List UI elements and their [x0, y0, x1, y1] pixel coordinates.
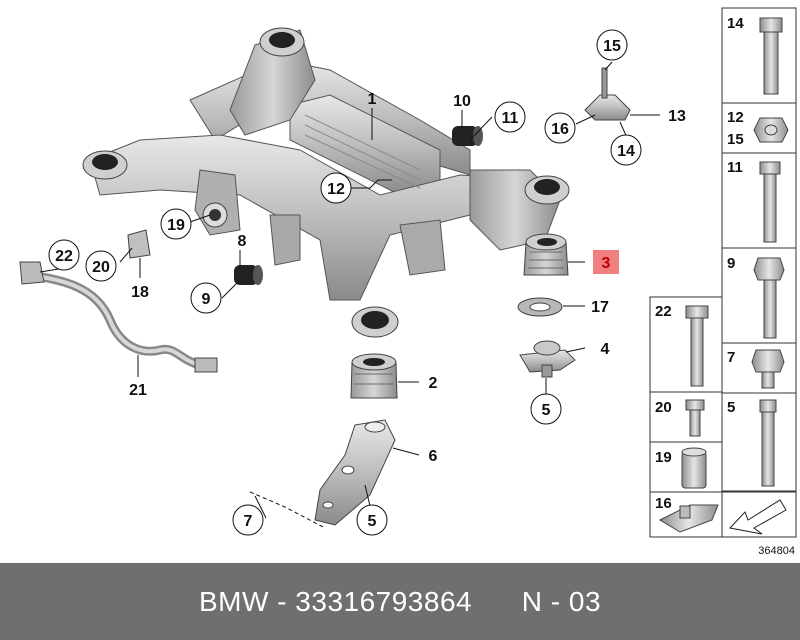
rubber-mount-part-3: [523, 233, 569, 276]
label-9: 9: [202, 291, 211, 308]
sidebar-bolts: [658, 17, 789, 535]
bracket-part-13: [584, 67, 631, 121]
frame-bushing-inner: [202, 202, 228, 228]
label-7: 7: [244, 513, 253, 530]
sidebar-number-20: 20: [655, 399, 672, 416]
label-11: 11: [502, 110, 519, 127]
rubber-mount-part-2: [350, 353, 398, 399]
frame-bushing-rear-left: [259, 27, 305, 57]
bracket-plate-part-6: [314, 419, 396, 526]
leader-lines: [39, 61, 660, 528]
bushing-part-9: [234, 265, 263, 285]
bushing-part-10: [452, 126, 483, 146]
sidebar-number-15: 15: [727, 131, 744, 148]
footer-brand: BMW: [198, 585, 269, 617]
frame-bushing-right: [524, 175, 570, 205]
sidebar-number-11: 11: [727, 159, 743, 176]
callout-labels: 1 11 10 12 19 8 9 22 20 18 21 3 17 4 5 2…: [48, 29, 686, 536]
parts-diagram: 1 11 10 12 19 8 9 22 20 18 21 3 17 4 5 2…: [19, 7, 797, 557]
label-12: 12: [327, 181, 345, 198]
footer-revision: N - 03: [521, 585, 602, 617]
sidebar-number-14: 14: [727, 15, 744, 32]
label-22: 22: [55, 248, 73, 265]
label-4: 4: [601, 341, 610, 358]
sidebar-number-16: 16: [655, 495, 672, 512]
washer-part-17: [517, 297, 563, 317]
label-14: 14: [617, 143, 635, 160]
label-17: 17: [591, 299, 609, 316]
label-6: 6: [429, 448, 438, 465]
part-info-footer: BMW - 33316793864 N - 03: [0, 563, 800, 640]
label-18: 18: [131, 284, 149, 301]
sidebar-number-12: 12: [727, 109, 744, 126]
frame-bushing-front-center: [351, 306, 399, 338]
label-13: 13: [668, 108, 686, 125]
highlight-target: [593, 250, 619, 274]
fastener-sidebar: [649, 7, 797, 538]
bracket-part-20: [127, 229, 151, 259]
label-16: 16: [551, 121, 569, 138]
label-3: 3: [602, 255, 611, 272]
label-2: 2: [429, 375, 438, 392]
sidebar-number-22: 22: [655, 303, 672, 320]
footer-part-number: 33316793864: [295, 585, 473, 617]
label-8: 8: [238, 233, 247, 250]
mount-cap-part-4: [519, 340, 576, 378]
diagram-reference-number: 364804: [758, 545, 795, 557]
sidebar-number-7: 7: [727, 349, 735, 366]
label-20: 20: [92, 259, 110, 276]
label-10: 10: [453, 93, 471, 110]
label-1: 1: [368, 91, 377, 108]
label-5-upper: 5: [542, 402, 551, 419]
sidebar-number-9: 9: [727, 255, 735, 272]
label-5-lower: 5: [368, 513, 377, 530]
label-21: 21: [129, 382, 147, 399]
stabilizer-bar-part-21: [25, 270, 218, 373]
label-19: 19: [167, 217, 185, 234]
bracket-part-22: [19, 261, 45, 285]
sidebar-numbers: 14 12 15 11 9 22 7 20 5 19 16: [655, 15, 744, 512]
sidebar-number-19: 19: [655, 449, 672, 466]
frame-bushing-front-left: [82, 150, 128, 180]
sidebar-number-5: 5: [727, 399, 735, 416]
rear-axle-subframe: [89, 29, 561, 301]
label-15: 15: [603, 38, 621, 55]
